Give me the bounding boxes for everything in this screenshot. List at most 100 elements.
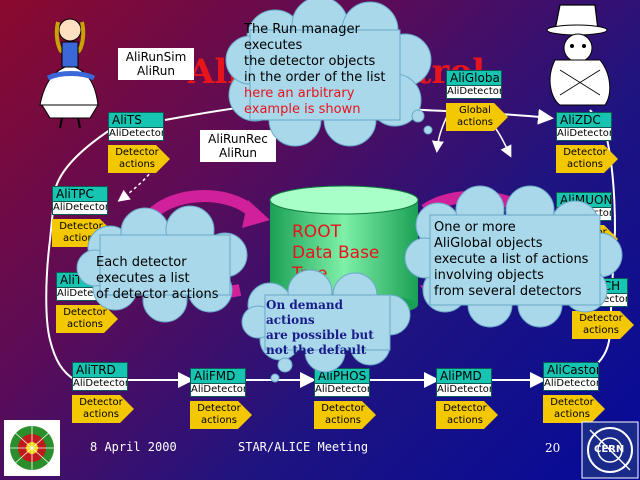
detector-action-label: Detector actions	[550, 397, 594, 420]
detector-action-arrow	[72, 395, 134, 423]
detector-action: Detector actions	[543, 395, 605, 423]
run-label-rec: AliRunRec AliRun	[200, 130, 276, 162]
cloud-aliglobal-line: AliGlobal objects	[434, 236, 543, 251]
cloud-each-detector-line: of detector actions	[96, 287, 219, 302]
detector-action-label: Detector actions	[59, 221, 103, 244]
detector-name: AliPMD	[436, 368, 492, 384]
detector-action-arrow	[108, 145, 170, 173]
cloud-run-manager-line: in the order of the list	[244, 70, 386, 85]
detector-sub-label: AliDetector	[190, 384, 246, 397]
page-number: 20	[545, 441, 561, 455]
cloud-run-manager-line: the detector objects	[244, 54, 376, 69]
cloud-run-manager-red-line: example is shown	[244, 102, 361, 117]
database-label-line2: Data Base	[292, 243, 380, 263]
run-label-sim: AliRunSim AliRun	[118, 48, 194, 80]
cloud-aliglobal-line: One or more	[434, 220, 516, 235]
detector-action-arrow	[190, 401, 252, 429]
flow-dotted-arrow	[117, 159, 161, 202]
cloud-run-manager-line: The Run manager	[244, 22, 360, 37]
detector-action-label: Detector actions	[63, 307, 107, 330]
cloud-on-demand	[241, 269, 411, 383]
detector-name: AliTS	[108, 112, 164, 128]
detector-action: Detector actions	[190, 401, 252, 429]
detector-sub-label: AliDetector	[543, 378, 599, 391]
cloud-on-demand-line: are possible but	[266, 328, 374, 342]
detector-action-label: Detector actions	[321, 403, 365, 426]
detector-sub-label: AliDetector	[52, 202, 108, 215]
detector-action-label: Detector actions	[443, 403, 487, 426]
detector-action-arrow	[314, 401, 376, 429]
cloud-aliglobal-line: execute a list of actions	[434, 252, 589, 267]
cloud-run-manager	[225, 0, 433, 147]
detector-action: Detector actions	[556, 145, 618, 173]
detector-action: Detector actions	[436, 401, 498, 429]
detector-sub-label: AliDetector	[108, 128, 164, 141]
detector-sub-label: AliDetector	[436, 384, 492, 397]
detector-name: AliZDC	[556, 112, 612, 128]
detector-action: Detector actions	[56, 305, 118, 333]
detector-action-arrow	[572, 311, 634, 339]
run-label-sim-line1: AliRunSim	[125, 50, 187, 64]
cloud-on-demand-text: On demand actions are possible but not t…	[266, 298, 386, 358]
detector-action-label: Detector actions	[579, 313, 623, 336]
cloud-on-demand-line: not the default	[266, 343, 367, 357]
detector-action: Detector actions	[572, 311, 634, 339]
footer-event: STAR/ALICE Meeting	[238, 440, 369, 454]
detector-action-arrow	[56, 305, 118, 333]
cloud-each-detector-line: executes a list	[96, 271, 190, 286]
run-label-sim-line2: AliRun	[137, 64, 175, 78]
detector-action-label: Detector actions	[79, 397, 123, 420]
detector-action-arrow	[543, 395, 605, 423]
cloud-aliglobal-line: from several detectors	[434, 284, 582, 299]
run-label-rec-line2: AliRun	[219, 146, 257, 160]
detector-action-label: Detector actions	[563, 147, 607, 170]
cloud-run-manager-line: executes	[244, 38, 303, 53]
detector-action: Detector actions	[72, 395, 134, 423]
detector-action: Detector actions	[108, 145, 170, 173]
aliglobal-action-label: Global actions	[457, 105, 493, 128]
database-label-line1: ROOT	[292, 222, 341, 242]
cloud-on-demand-line: On demand actions	[266, 298, 343, 327]
cern-logo-text: CERN	[594, 444, 625, 455]
detector-name: AliTPC	[52, 186, 108, 202]
detector-name: AliTRD	[72, 362, 128, 378]
aliglobal-name: AliGlobal	[446, 70, 502, 86]
cloud-aliglobal-text: One or more AliGlobal objects execute a …	[434, 220, 604, 300]
cloud-each-detector-line: Each detector	[96, 255, 187, 270]
cloud-each-detector	[76, 205, 248, 323]
detector-action-arrow	[556, 145, 618, 173]
aliglobal-box: AliGlobal AliDetector Global actions	[446, 70, 508, 131]
footer-date: 8 April 2000	[90, 440, 177, 454]
aliglobal-action: Global actions	[446, 103, 508, 131]
cloud-each-detector-text: Each detector executes a list of detecto…	[96, 255, 236, 303]
aliglobal-sub: AliDetector	[446, 86, 502, 99]
cloud-run-manager-text: The Run manager executes the detector ob…	[244, 22, 414, 118]
detector-action-label: Detector actions	[197, 403, 241, 426]
detector-action: Detector actions	[314, 401, 376, 429]
cloud-aliglobal	[404, 185, 623, 328]
detector-action-label: Detector actions	[115, 147, 159, 170]
detector-sub-label: AliDetector	[72, 378, 128, 391]
detector-name: AliFMD	[190, 368, 246, 384]
swirl-arrow-left-head	[242, 200, 270, 228]
detector-name: AliCastor	[543, 362, 599, 378]
detector-sub-label: AliDetector	[556, 128, 612, 141]
aliglobal-action-arrow	[446, 103, 508, 131]
cloud-run-manager-red-line: here an arbitrary	[244, 86, 355, 101]
cloud-aliglobal-line: involving objects	[434, 268, 544, 283]
run-label-rec-line1: AliRunRec	[208, 132, 268, 146]
